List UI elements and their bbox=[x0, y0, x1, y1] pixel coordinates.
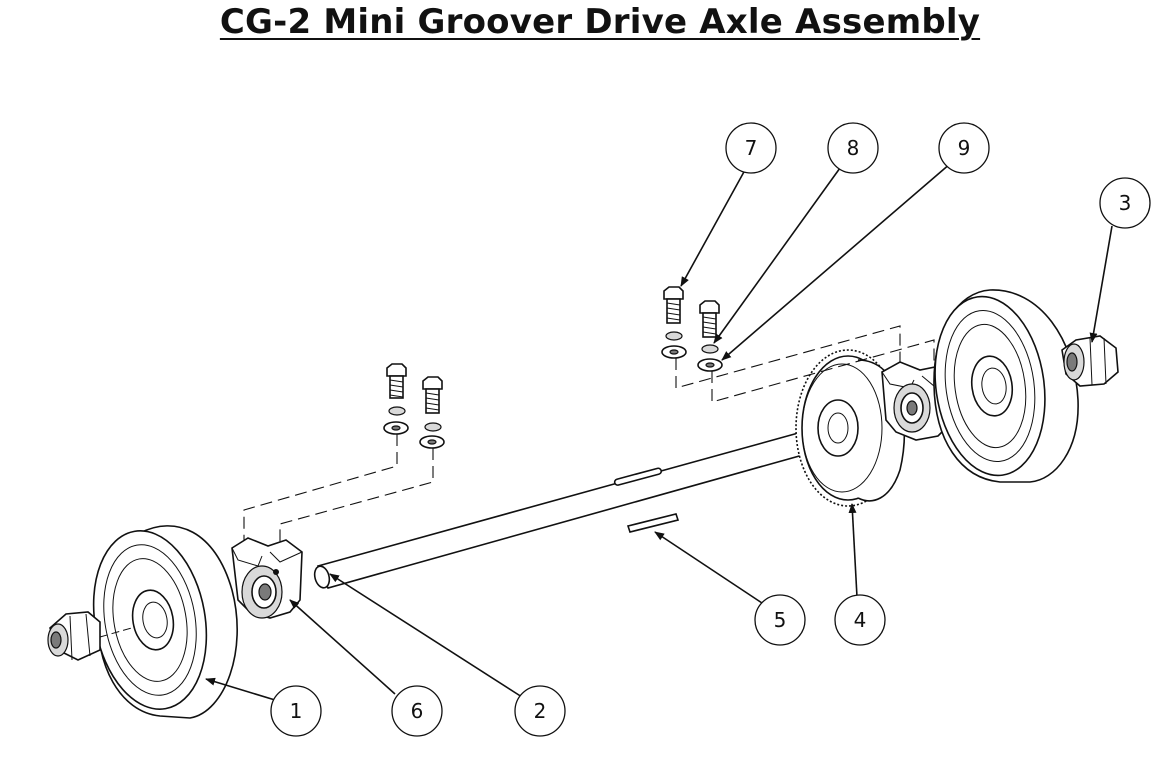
svg-text:4: 4 bbox=[854, 608, 867, 632]
balloon-7: 7 bbox=[725, 122, 777, 174]
balloon-2: 2 bbox=[514, 685, 566, 737]
svg-text:8: 8 bbox=[847, 136, 860, 160]
svg-text:2: 2 bbox=[534, 699, 547, 723]
left-fasteners bbox=[383, 363, 445, 449]
svg-text:7: 7 bbox=[745, 136, 758, 160]
left-wheel bbox=[92, 525, 238, 719]
balloon-3: 3 bbox=[1099, 177, 1151, 229]
balloon-4: 4 bbox=[834, 594, 886, 646]
balloon-9: 9 bbox=[938, 122, 990, 174]
balloon-5: 5 bbox=[754, 594, 806, 646]
leader-lines bbox=[205, 162, 1113, 701]
right-wheel bbox=[933, 289, 1079, 483]
svg-text:6: 6 bbox=[411, 699, 424, 723]
balloon-6: 6 bbox=[391, 685, 443, 737]
balloon-8: 8 bbox=[827, 122, 879, 174]
right-hex-nut bbox=[1061, 335, 1119, 387]
left-hex-nut bbox=[47, 611, 101, 661]
balloon-1: 1 bbox=[270, 685, 322, 737]
axle-key bbox=[626, 513, 680, 533]
title-text: CG-2 Mini Groover Drive Axle Assembly bbox=[219, 2, 981, 42]
left-bearing-block bbox=[231, 537, 303, 619]
axle-shaft bbox=[313, 420, 848, 589]
svg-text:3: 3 bbox=[1119, 191, 1132, 215]
drive-gear bbox=[795, 349, 906, 507]
svg-text:1: 1 bbox=[290, 699, 303, 723]
svg-text:9: 9 bbox=[958, 136, 971, 160]
page-title: CG-2 Mini Groover Drive Axle Assembly bbox=[0, 2, 1175, 42]
right-fasteners bbox=[661, 286, 723, 372]
svg-text:5: 5 bbox=[774, 608, 787, 632]
